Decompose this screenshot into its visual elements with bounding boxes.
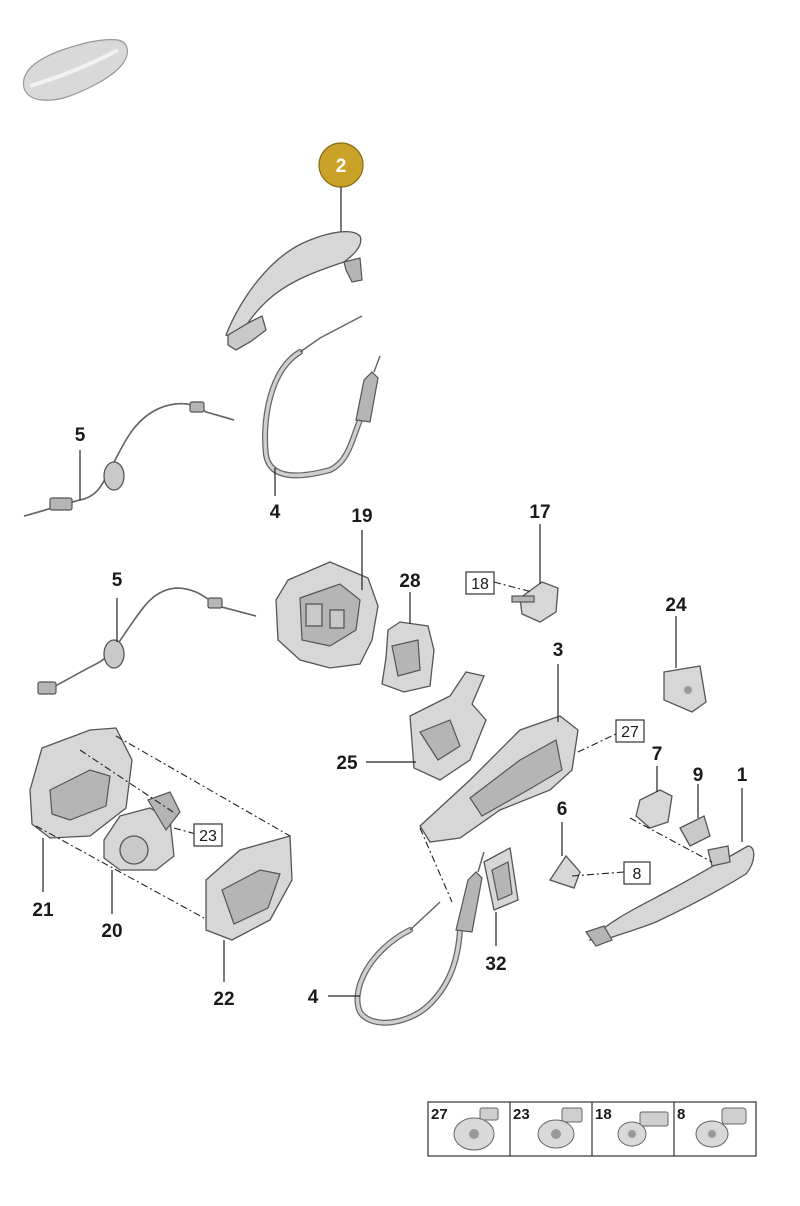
callout-5-top[interactable]: 5 xyxy=(75,425,86,446)
callout-4-top[interactable]: 4 xyxy=(270,502,281,523)
pan-head-screw-icon xyxy=(695,1107,747,1148)
callout-4-lower[interactable]: 4 xyxy=(308,987,319,1008)
legend-cell-8: 8 xyxy=(677,1106,747,1148)
callout-6[interactable]: 6 xyxy=(557,799,568,820)
bowden-cable-lower xyxy=(354,851,485,1026)
torx-screw-icon xyxy=(617,1111,669,1147)
door-striker xyxy=(511,581,559,623)
callout-9[interactable]: 9 xyxy=(693,765,704,786)
callout-25[interactable]: 25 xyxy=(336,753,358,774)
legend-cell-27: 27 xyxy=(431,1106,499,1151)
boxed-callout-23[interactable]: 23 xyxy=(193,823,223,847)
svg-text:18: 18 xyxy=(595,1106,612,1123)
callout-7[interactable]: 7 xyxy=(652,744,663,765)
svg-text:27: 27 xyxy=(431,1106,448,1123)
callout-5-lower[interactable]: 5 xyxy=(112,570,123,591)
callout-20[interactable]: 20 xyxy=(101,921,122,942)
car-silhouette-icon xyxy=(22,39,128,101)
callout-28[interactable]: 28 xyxy=(399,571,420,592)
callout-32[interactable]: 32 xyxy=(485,954,506,975)
lock-housing xyxy=(29,727,133,839)
handle-carrier xyxy=(419,715,579,843)
foam-pad xyxy=(483,846,519,911)
lock-cover-bracket xyxy=(381,621,435,693)
bowden-cable-top xyxy=(262,315,381,479)
callout-3[interactable]: 3 xyxy=(553,640,564,661)
rubber-pad xyxy=(663,665,707,713)
svg-text:23: 23 xyxy=(199,828,217,845)
callout-21[interactable]: 21 xyxy=(32,900,54,921)
callout-17[interactable]: 17 xyxy=(529,502,550,523)
flat-head-screw-icon xyxy=(453,1107,499,1151)
handle-gasket xyxy=(635,789,673,829)
outer-door-handle xyxy=(585,845,755,947)
svg-text:8: 8 xyxy=(633,866,642,883)
door-handle-part xyxy=(225,230,363,351)
callout-1[interactable]: 1 xyxy=(737,765,748,786)
door-lock-module xyxy=(275,561,379,669)
boxed-callout-18[interactable]: 18 xyxy=(465,571,495,595)
boxed-callout-27[interactable]: 27 xyxy=(615,719,645,743)
screw-legend: 27 23 18 8 xyxy=(427,1101,757,1157)
svg-text:23: 23 xyxy=(513,1106,530,1123)
support-bracket xyxy=(409,671,487,781)
boxed-callout-8[interactable]: 8 xyxy=(623,861,651,885)
legend-cell-23: 23 xyxy=(513,1106,583,1149)
svg-text:2: 2 xyxy=(336,156,347,177)
actuator-cable-lower xyxy=(37,587,257,695)
callout-24[interactable]: 24 xyxy=(665,595,687,616)
handle-bezel xyxy=(548,854,581,889)
lock-cover-plate xyxy=(205,835,293,941)
flange-screw-icon xyxy=(537,1107,583,1149)
svg-text:27: 27 xyxy=(621,724,639,741)
callout-19[interactable]: 19 xyxy=(351,506,372,527)
assembly-lines xyxy=(35,735,713,919)
lock-motor xyxy=(103,791,181,871)
highlight-badge[interactable]: 2 xyxy=(318,142,364,188)
legend-cell-18: 18 xyxy=(595,1106,669,1147)
svg-text:18: 18 xyxy=(471,576,489,593)
lock-cylinder-cap xyxy=(679,815,711,847)
callout-22[interactable]: 22 xyxy=(213,989,234,1010)
actuator-cable-upper xyxy=(23,401,235,517)
svg-text:8: 8 xyxy=(677,1106,685,1123)
